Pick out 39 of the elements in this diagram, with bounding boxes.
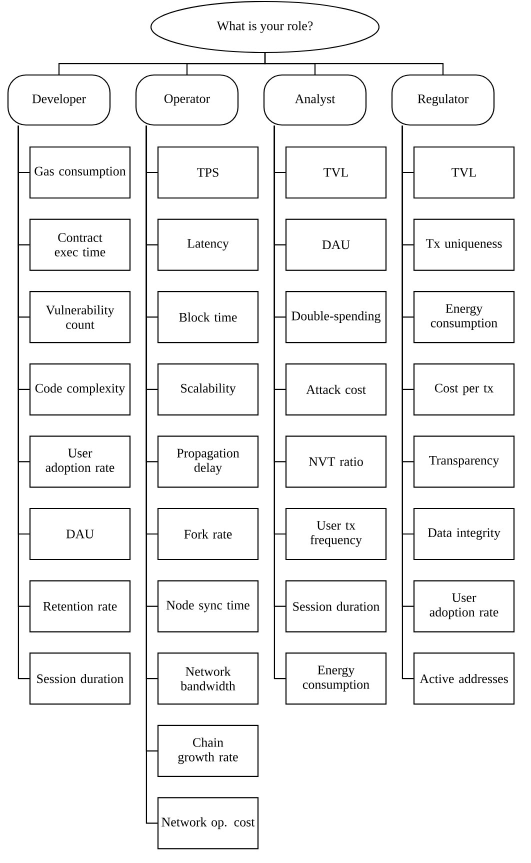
metric-box: TVL bbox=[285, 146, 387, 199]
metric-box: Attack cost bbox=[285, 363, 387, 416]
role-box: Regulator bbox=[391, 74, 495, 126]
metric-box: DAU bbox=[29, 508, 131, 560]
metric-box: TVL bbox=[413, 146, 515, 199]
role-box: Developer bbox=[7, 74, 111, 126]
metric-box: Data integrity bbox=[413, 508, 515, 560]
metric-box: User adoption rate bbox=[29, 436, 131, 488]
role-box: Operator bbox=[135, 74, 239, 126]
metric-box: User adoption rate bbox=[413, 580, 515, 632]
metric-box: Block time bbox=[157, 291, 259, 344]
metric-box: Network bandwidth bbox=[157, 652, 259, 705]
metric-box: Double-spending bbox=[285, 291, 387, 344]
metric-box: Chain growth rate bbox=[157, 724, 259, 777]
metric-box: Node sync time bbox=[157, 580, 259, 632]
metric-box: Latency bbox=[157, 218, 259, 271]
metric-box: Cost per tx bbox=[413, 363, 515, 416]
metric-box: Vulnerability count bbox=[29, 291, 131, 344]
connector-line bbox=[264, 53, 444, 74]
role-box: Analyst bbox=[263, 74, 367, 126]
metric-box: NVT ratio bbox=[285, 436, 387, 488]
metric-box: Network op. cost bbox=[157, 797, 259, 850]
metric-box: Session duration bbox=[285, 580, 387, 632]
metric-box: Energy consumption bbox=[413, 291, 515, 344]
metric-box: Session duration bbox=[29, 652, 131, 705]
metric-box: Propagation delay bbox=[157, 436, 259, 488]
metric-box: Transparency bbox=[413, 436, 515, 488]
metric-box: TPS bbox=[157, 146, 259, 199]
metric-box: Retention rate bbox=[29, 580, 131, 632]
metric-box: Contract exec time bbox=[29, 218, 131, 271]
metric-box: User tx frequency bbox=[285, 508, 387, 560]
metric-box: Code complexity bbox=[29, 363, 131, 416]
metric-box: Scalability bbox=[157, 363, 259, 416]
metric-box: Tx uniqueness bbox=[413, 218, 515, 271]
metric-box: Gas consumption bbox=[29, 146, 131, 199]
metric-box: Energy consumption bbox=[285, 652, 387, 705]
metric-box: DAU bbox=[285, 218, 387, 271]
metric-box: Active addresses bbox=[413, 652, 515, 705]
metric-box: Fork rate bbox=[157, 508, 259, 560]
